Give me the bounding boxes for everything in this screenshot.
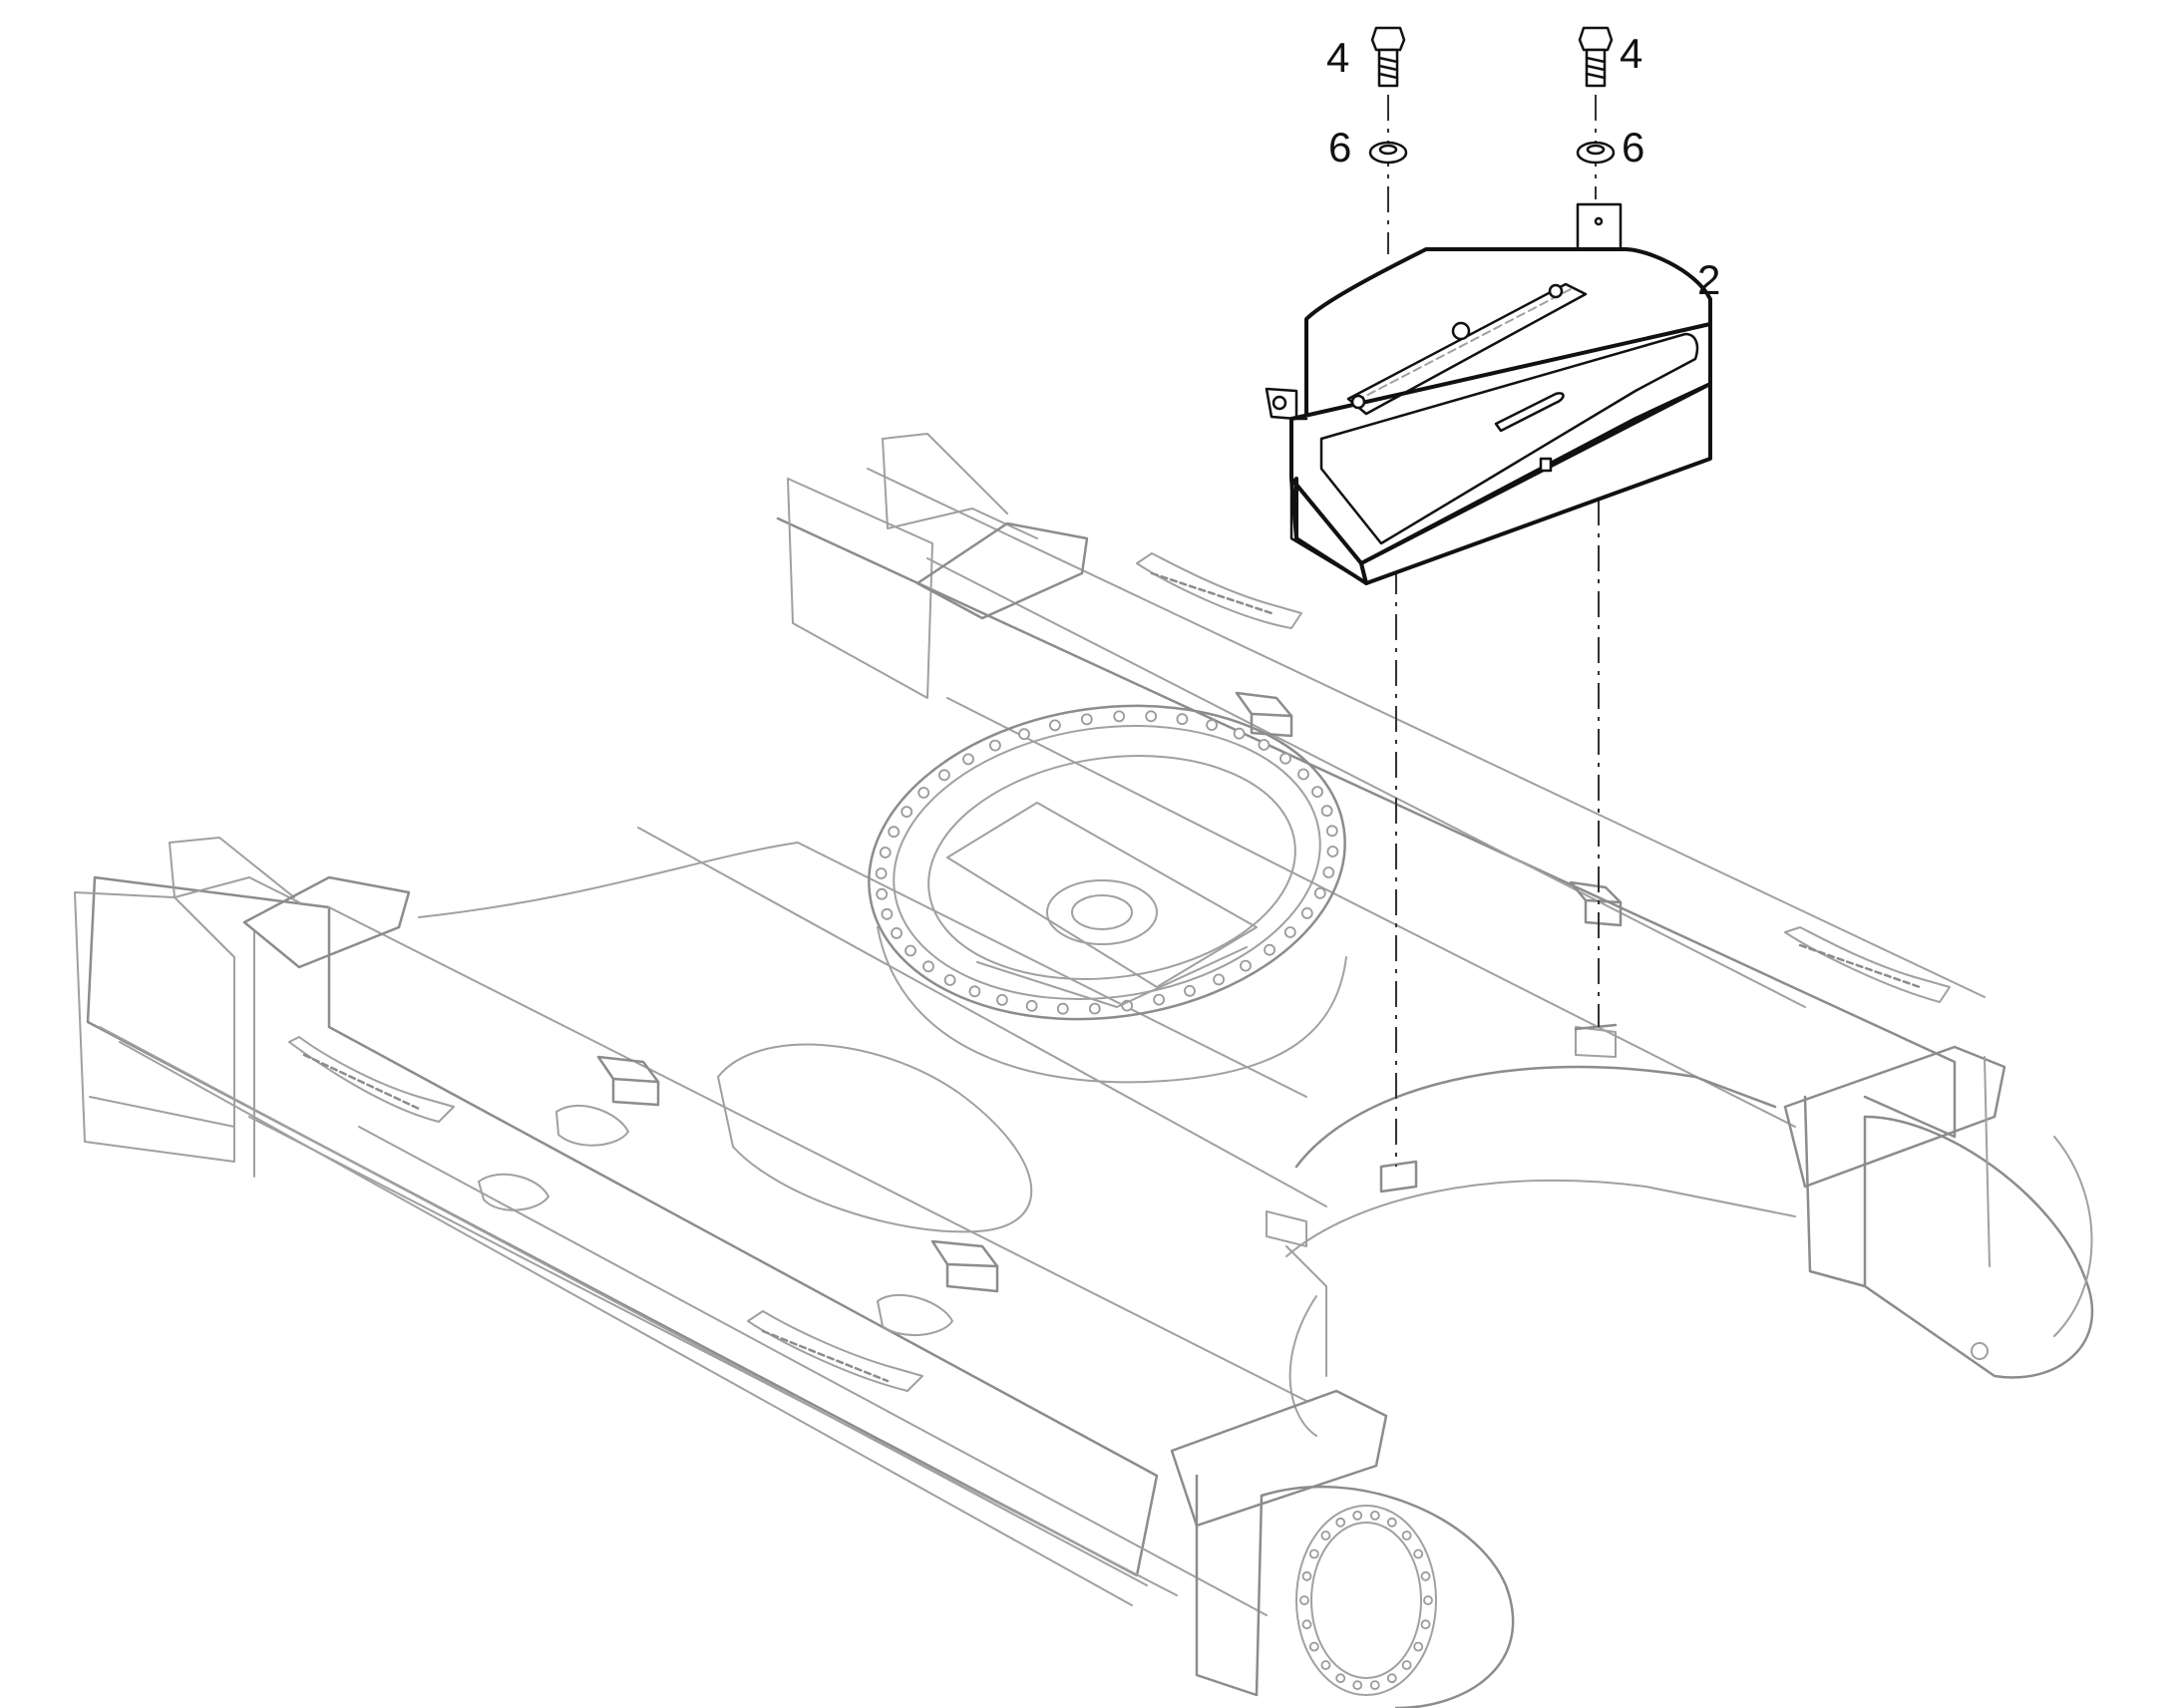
slew-ring-bolt-hole <box>875 867 888 879</box>
slew-ring-bolt-hole <box>917 787 930 799</box>
drive-hub-bolt-hole <box>1401 1531 1412 1540</box>
drive-hub-bolt-hole <box>1320 1531 1331 1540</box>
callout-toolbox: 2 <box>1697 256 1720 303</box>
slew-ring-bolt-hole <box>1283 926 1296 938</box>
slew-ring-bolt-hole <box>1297 768 1309 781</box>
slew-ring-bolt-hole <box>1320 805 1333 818</box>
callout-washer-left: 6 <box>1328 124 1351 171</box>
slew-ring-bolt-hole <box>901 806 913 818</box>
slew-ring-bolt-hole <box>1258 739 1271 751</box>
slew-ring-bolt-hole <box>1056 1002 1069 1015</box>
slew-ring-bolt-holes <box>875 710 1339 1015</box>
drive-hub-bolt-hole <box>1420 1619 1431 1630</box>
slew-ring-bolt-hole <box>962 753 974 766</box>
callouts: 4 4 6 6 2 <box>1326 30 1720 303</box>
callout-washer-right: 6 <box>1622 124 1644 171</box>
bolt-left <box>1370 26 1406 88</box>
slew-ring-bolt-hole <box>888 826 901 839</box>
slew-ring-bolt-hole <box>1326 846 1339 857</box>
washer-left <box>1368 141 1408 165</box>
slew-ring-bolt-hole <box>1025 999 1038 1012</box>
drive-hub-bolt-hole <box>1301 1570 1312 1581</box>
drive-hub-bolt-hole <box>1352 1511 1363 1521</box>
drive-hub-bolt-hole <box>1335 1673 1346 1684</box>
toolbox <box>1265 202 1712 585</box>
drive-hub-bolt-hole <box>1386 1673 1397 1684</box>
drive-hub-bolt-hole <box>1335 1517 1346 1528</box>
slew-ring-bolt-hole <box>1279 752 1291 765</box>
slew-ring-bolt-hole <box>881 907 894 920</box>
drive-hub-bolt-hole <box>1413 1641 1424 1652</box>
slew-ring-bolt-hole <box>996 994 1008 1006</box>
slew-ring-bolt-hole <box>1153 993 1165 1006</box>
drive-hub-bolt-hole <box>1352 1680 1363 1690</box>
slew-ring-bolt-hole <box>1325 825 1338 838</box>
drive-hub-bolt-hole <box>1420 1570 1431 1581</box>
rock-guard-center <box>747 1310 923 1392</box>
step-pads <box>478 691 1623 1337</box>
drive-hub-bolt-hole <box>1299 1595 1309 1605</box>
drive-hub-bolt-hole <box>1386 1517 1397 1528</box>
slew-ring-bolt-hole <box>938 769 950 782</box>
slew-ring-bolt-hole <box>1240 959 1252 972</box>
slew-ring-bolt-hole <box>905 944 916 957</box>
slew-ring-bolt-hole <box>968 985 981 998</box>
slew-ring-bolt-hole <box>1080 713 1093 726</box>
drive-hub-bolt-hole <box>1413 1548 1424 1559</box>
slew-ring-bolt-hole <box>876 887 889 900</box>
slew-ring-bolt-hole <box>1213 973 1225 986</box>
slew-ring-bolt-hole <box>1145 710 1158 723</box>
slew-ring-bolt-hole <box>1313 886 1326 899</box>
drive-hub-bolt-holes <box>1299 1511 1433 1690</box>
slew-ring-bolt-hole <box>922 960 934 973</box>
rock-guard-top <box>1136 552 1302 629</box>
slew-ring-bolt-hole <box>1233 727 1246 740</box>
drive-hub-bolt-hole <box>1369 1511 1380 1521</box>
callout-bolt-left: 4 <box>1326 34 1349 81</box>
slew-ring-bolt-hole <box>1088 1002 1101 1015</box>
slew-ring-bolt-hole <box>1322 866 1335 878</box>
slew-ring-bolt-hole <box>1311 786 1323 798</box>
drive-hub-bolt-hole <box>1401 1660 1412 1670</box>
slew-ring-bolt-hole <box>989 739 1001 752</box>
slew-ring-bolt-hole <box>1176 713 1189 726</box>
washer-right <box>1576 141 1616 165</box>
slew-ring-bolt-hole <box>1300 907 1313 919</box>
drive-hub-bolt-hole <box>1308 1548 1319 1559</box>
slew-ring-bolt-hole <box>1049 719 1061 732</box>
callout-bolt-right: 4 <box>1620 30 1642 77</box>
rock-guard-left <box>288 1036 455 1123</box>
slew-ring-bolt-hole <box>1113 710 1126 723</box>
slew-ring-bolt-hole <box>879 847 892 858</box>
slew-ring-bolt-hole <box>1206 719 1218 731</box>
drive-hub-bolt-hole <box>1369 1680 1380 1690</box>
bolt-right <box>1578 26 1614 88</box>
drive-hub-bolt-hole <box>1423 1595 1433 1605</box>
slew-ring-bolt-hole <box>943 974 956 986</box>
slew-ring-bolt-hole <box>1264 943 1275 956</box>
drive-hub-bolt-hole <box>1301 1619 1312 1630</box>
drive-hub-bolt-hole <box>1320 1660 1331 1670</box>
drive-hub-bolt-hole <box>1308 1641 1319 1652</box>
undercarriage-frame <box>74 433 2094 1708</box>
rock-guard-right <box>1784 926 1951 1003</box>
slew-ring-bolt-hole <box>1018 728 1030 741</box>
slew-ring-bolt-hole <box>891 927 903 939</box>
slew-ring-bolt-hole <box>1184 984 1196 997</box>
